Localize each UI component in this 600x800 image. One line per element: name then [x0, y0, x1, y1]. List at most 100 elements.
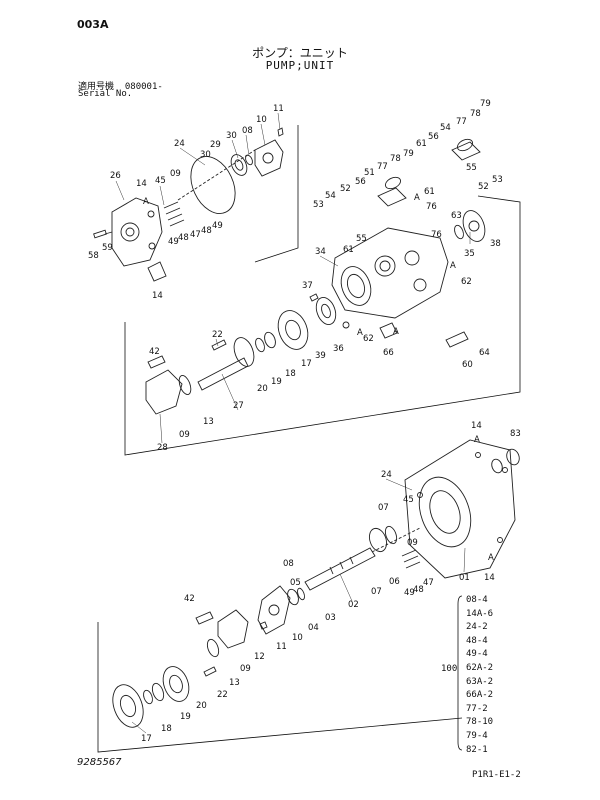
label-64: 64	[479, 348, 490, 358]
label-48-bottom: 48	[413, 585, 424, 595]
part-27-drive-shaft	[197, 357, 249, 391]
label-36: 36	[333, 344, 344, 354]
label-53-right: 53	[492, 175, 503, 185]
part-37-bolt	[309, 293, 319, 302]
label-62-mid: 62	[363, 334, 374, 344]
part-39-bearing	[315, 297, 337, 325]
label-13-bottom: 13	[229, 678, 240, 688]
part-77-oring-right	[456, 138, 474, 152]
label-45-top: 45	[155, 176, 166, 186]
label-A-1: A	[143, 197, 149, 207]
label-07-lower: 07	[371, 587, 382, 597]
label-10-top: 10	[256, 115, 267, 125]
label-05: 05	[290, 578, 301, 588]
document-number: 9285567	[77, 757, 122, 768]
part-13-ring	[178, 374, 192, 396]
kit-item: 48-4	[466, 635, 488, 646]
part-20-retainer-bottom	[162, 666, 190, 702]
part-58-screw	[93, 229, 107, 239]
part-83-oring	[506, 448, 520, 466]
serial-label-english: Serial No.	[78, 89, 133, 99]
part-22-pin-bottom	[203, 666, 217, 677]
part-18-ring-bottom	[143, 689, 153, 705]
label-03: 03	[325, 613, 336, 623]
label-A-6: A	[488, 553, 494, 563]
label-02: 02	[348, 600, 359, 610]
section-boundary-top-left	[254, 125, 299, 263]
label-22-mid: 22	[212, 330, 223, 340]
label-06: 06	[389, 577, 400, 587]
label-56-right: 56	[428, 132, 439, 142]
page-reference: P1R1-E1-2	[472, 770, 521, 780]
part-28-swash-plate	[145, 369, 183, 415]
kit-item: 24-2	[466, 622, 488, 633]
label-39: 39	[315, 351, 326, 361]
label-14-bottom-top: 14	[471, 421, 482, 431]
label-20-bottom: 20	[196, 701, 207, 711]
label-07-upper: 07	[378, 503, 389, 513]
label-51: 51	[364, 168, 375, 178]
label-24-bottom: 24	[381, 470, 392, 480]
label-83: 83	[510, 429, 521, 439]
label-10-bottom: 10	[292, 633, 303, 643]
serial-label-jp: 適用号機	[78, 82, 115, 92]
label-49-top-right: 49	[212, 221, 223, 231]
label-62-right: 62	[461, 277, 472, 287]
label-60: 60	[462, 360, 473, 370]
label-53-mid: 53	[313, 200, 324, 210]
label-11-bottom: 11	[276, 642, 287, 652]
label-58: 58	[88, 251, 99, 261]
label-30-top: 30	[226, 131, 237, 141]
label-29: 29	[210, 140, 221, 150]
label-48-top-right: 48	[201, 226, 212, 236]
part-48-49-spring-set	[163, 201, 185, 227]
label-61-right: 61	[416, 139, 427, 149]
part-26-valve-block	[111, 197, 163, 267]
label-09-mid: 09	[179, 430, 190, 440]
part-64-sensor	[445, 331, 469, 348]
kit-item: 63A-2	[466, 676, 494, 687]
part-18-ring	[264, 331, 276, 349]
label-08-bottom: 08	[283, 559, 294, 569]
label-42-bottom: 42	[184, 594, 195, 604]
label-09-lower: 09	[240, 664, 251, 674]
part-05-collar	[287, 588, 299, 606]
label-A-3: A	[450, 261, 456, 271]
label-59: 59	[102, 243, 113, 253]
label-27: 27	[233, 401, 244, 411]
label-79-right: 79	[480, 99, 491, 109]
part-11-bolt-top	[277, 127, 284, 137]
part-12-valve-plate	[217, 609, 249, 649]
label-26: 26	[110, 171, 121, 181]
part-07-seal	[368, 527, 388, 553]
label-49-bottom: 49	[404, 588, 415, 598]
label-A-5: A	[474, 435, 480, 445]
label-61-mid: 61	[424, 187, 435, 197]
part-17-cylinder-block	[277, 310, 309, 350]
part-56-regulator-right	[451, 141, 481, 161]
part-11-bolt-bottom	[259, 621, 268, 630]
part-number-labels: 11 10 08 30 29 30 24 26 14 45 09 58 59 4…	[88, 99, 521, 744]
part-38-side-cover	[462, 210, 486, 242]
label-11-top: 11	[273, 104, 284, 114]
label-61-lower: 61	[343, 245, 354, 255]
label-24-top: 24	[174, 139, 185, 149]
label-34: 34	[315, 247, 326, 257]
label-19-mid: 19	[271, 377, 282, 387]
kit-item: 78-10	[466, 717, 494, 728]
page-title-english: PUMP;UNIT	[265, 59, 335, 72]
part-01-main-casing	[404, 439, 516, 579]
label-52-mid: 52	[340, 184, 351, 194]
part-02-main-shaft	[304, 547, 376, 591]
label-17-mid: 17	[301, 359, 312, 369]
part-08-plate	[491, 458, 503, 474]
section-boundary-bottom	[97, 622, 463, 753]
part-62-plug	[342, 321, 350, 329]
label-28: 28	[157, 443, 168, 453]
label-52-right: 52	[478, 182, 489, 192]
label-09-bottom: 09	[407, 538, 418, 548]
part-42-pin-bottom	[195, 611, 214, 625]
part-20-retainer	[233, 337, 255, 367]
label-76-upper: 76	[426, 202, 437, 212]
